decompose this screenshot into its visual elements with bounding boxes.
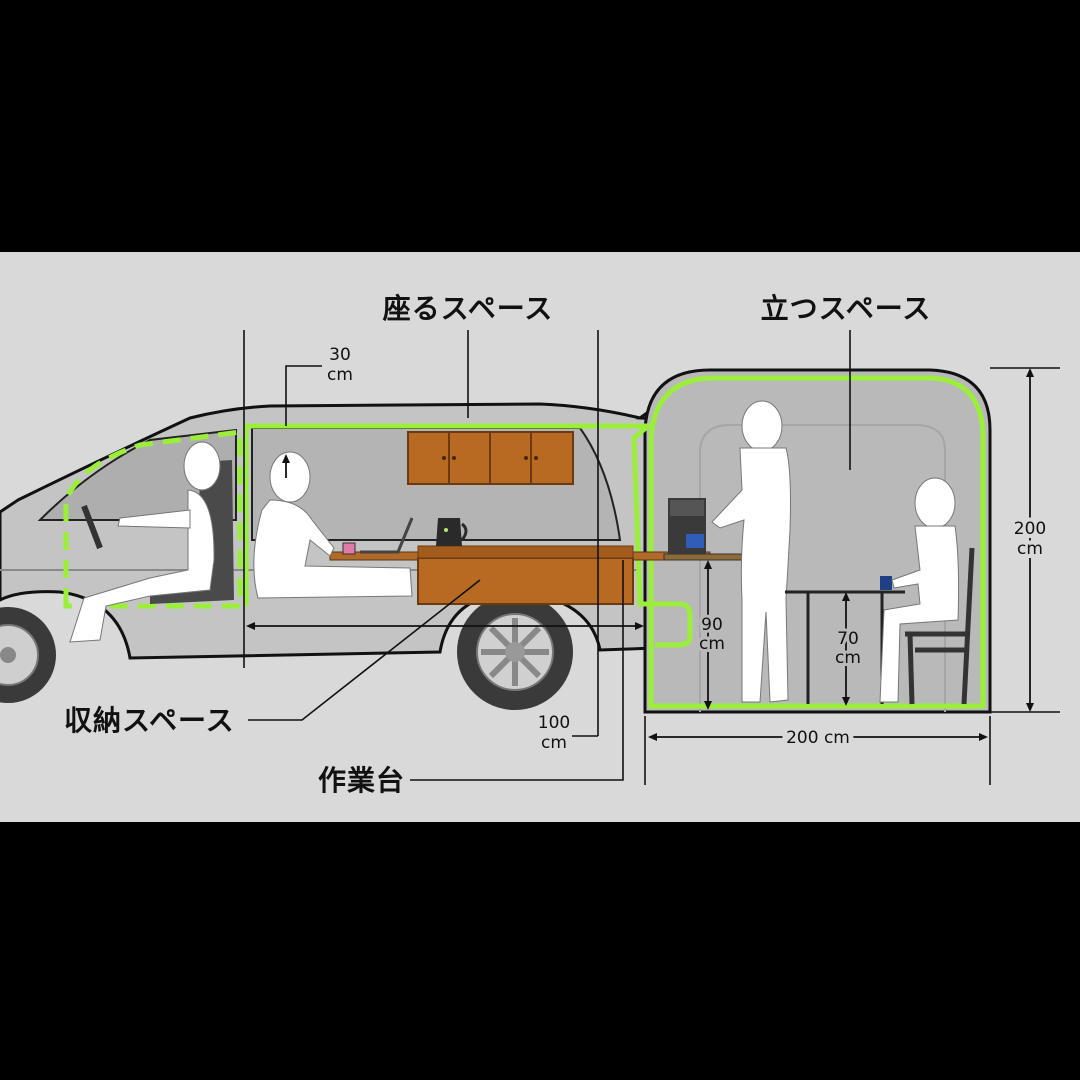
tent-body bbox=[643, 368, 992, 714]
dim-counter-height-unit: cm bbox=[699, 634, 725, 654]
cup-icon bbox=[342, 542, 356, 555]
dim-headroom-unit: cm bbox=[327, 365, 353, 385]
mug-icon bbox=[880, 576, 892, 590]
driver-zone-outline bbox=[63, 429, 243, 609]
label-standing-space: 立つスペース bbox=[761, 292, 932, 325]
steering-wheel-icon bbox=[81, 504, 103, 550]
dim-table-height-value: 70 bbox=[837, 629, 859, 649]
dim-length-value: 100 bbox=[538, 713, 570, 733]
label-sitting-space: 座るスペース bbox=[383, 292, 554, 325]
label-storage-space: 収納スペース bbox=[64, 704, 235, 737]
tent-highlight-outline bbox=[648, 375, 986, 709]
rear-wheel bbox=[457, 594, 573, 710]
coffee-maker-icon bbox=[668, 498, 706, 554]
seated-passenger-figure bbox=[253, 451, 413, 599]
kettle-icon bbox=[436, 518, 468, 546]
tent-inner-outline bbox=[699, 424, 946, 712]
driver-figure bbox=[69, 441, 234, 643]
label-workbench: 作業台 bbox=[318, 764, 405, 797]
dim-headroom-value: 30 bbox=[329, 345, 351, 365]
standing-person-figure bbox=[711, 400, 791, 703]
chair bbox=[905, 547, 975, 705]
dim-tent-height-unit: cm bbox=[1017, 539, 1043, 559]
dim-tent-width: 200 cm bbox=[786, 728, 850, 748]
sitting-zone-outline bbox=[243, 423, 693, 648]
dimension-arrows bbox=[246, 368, 1034, 741]
dim-tent-height-value: 200 bbox=[1014, 519, 1046, 539]
dim-length-unit: cm bbox=[541, 733, 567, 753]
dim-counter-height-value: 90 bbox=[701, 615, 723, 635]
tent bbox=[643, 368, 992, 714]
laptop-icon bbox=[360, 517, 414, 554]
front-wheel bbox=[0, 607, 56, 703]
dim-table-height-unit: cm bbox=[835, 648, 861, 668]
storage-cabinets bbox=[407, 431, 574, 485]
seated-person-figure bbox=[879, 477, 960, 703]
counter-top bbox=[663, 553, 755, 561]
